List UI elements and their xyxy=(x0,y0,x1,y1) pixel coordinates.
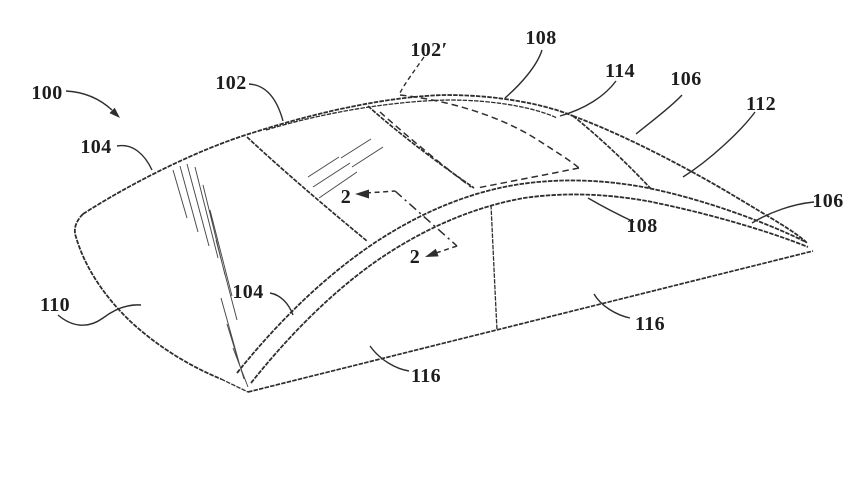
canopy-structure xyxy=(73,94,814,393)
leader-116-right xyxy=(593,293,631,319)
section-line-2-2 xyxy=(355,189,458,257)
panel-front-seam xyxy=(367,105,475,189)
section-arrow-b-icon xyxy=(425,248,439,257)
leader-108-top xyxy=(504,49,543,99)
panel-rear-seam xyxy=(572,115,652,190)
lower-panel-divider xyxy=(490,204,498,331)
leader-104-left xyxy=(116,144,153,171)
ref-label-102: 102 xyxy=(215,72,246,94)
leader-106-top xyxy=(635,94,683,135)
ref-label-104-left: 104 xyxy=(80,136,111,158)
section-tail-b xyxy=(435,245,458,254)
front-face-outline xyxy=(73,213,222,380)
ref-label-112: 112 xyxy=(746,93,776,115)
section-cut-line xyxy=(394,190,458,247)
leader-110 xyxy=(57,304,142,326)
leader-108-right xyxy=(587,197,635,223)
ref-label-100: 100 xyxy=(31,82,62,104)
section-arrow-a-icon xyxy=(355,189,369,199)
ref-label-110: 110 xyxy=(40,294,70,316)
leader-102 xyxy=(248,83,284,122)
rear-top-edge xyxy=(572,115,808,244)
leader-104-mid xyxy=(269,292,294,316)
leader-106-right xyxy=(751,201,815,224)
leader-114 xyxy=(559,80,617,117)
callout-leaders xyxy=(57,49,815,372)
ref-label-104-mid: 104 xyxy=(232,281,263,303)
panel-front-seam-hidden xyxy=(379,111,472,188)
arrowhead-100-icon xyxy=(109,107,120,118)
roof-panel-hatching xyxy=(307,138,384,199)
section-label-2-a: 2 xyxy=(341,186,351,208)
section-tail-a xyxy=(365,190,396,194)
ref-label-106-top: 106 xyxy=(670,68,701,90)
leader-102-prime xyxy=(399,56,425,94)
leader-100 xyxy=(65,90,113,111)
ref-label-102-prime: 102′ xyxy=(410,39,447,61)
ref-label-108-top: 108 xyxy=(525,27,556,49)
open-panel-bottom-edge-hidden xyxy=(476,167,580,189)
ref-label-116-left: 116 xyxy=(411,365,441,387)
windshield-hatching xyxy=(172,163,249,388)
base-front-connector xyxy=(220,378,249,393)
ref-label-114: 114 xyxy=(605,60,635,82)
leader-112 xyxy=(682,111,756,178)
glass-hatching xyxy=(172,138,384,388)
side-rail-lower-edge xyxy=(250,193,809,384)
side-rail-upper-edge xyxy=(236,179,807,374)
leader-116-left xyxy=(369,345,410,372)
ref-label-106-right: 106 xyxy=(812,190,843,212)
ref-label-116-right: 116 xyxy=(635,313,665,335)
windshield-roof-seam xyxy=(246,136,368,242)
section-label-2-b: 2 xyxy=(410,246,420,268)
front-top-edge xyxy=(82,94,574,215)
open-panel-top-edge-hidden xyxy=(399,94,580,169)
reference-numerals: 100 102 102′ 104 104 106 106 108 108 110… xyxy=(31,27,843,387)
base-edge xyxy=(247,250,814,393)
roof-panel-inner-edge xyxy=(265,99,558,131)
ref-label-108-right: 108 xyxy=(626,215,657,237)
